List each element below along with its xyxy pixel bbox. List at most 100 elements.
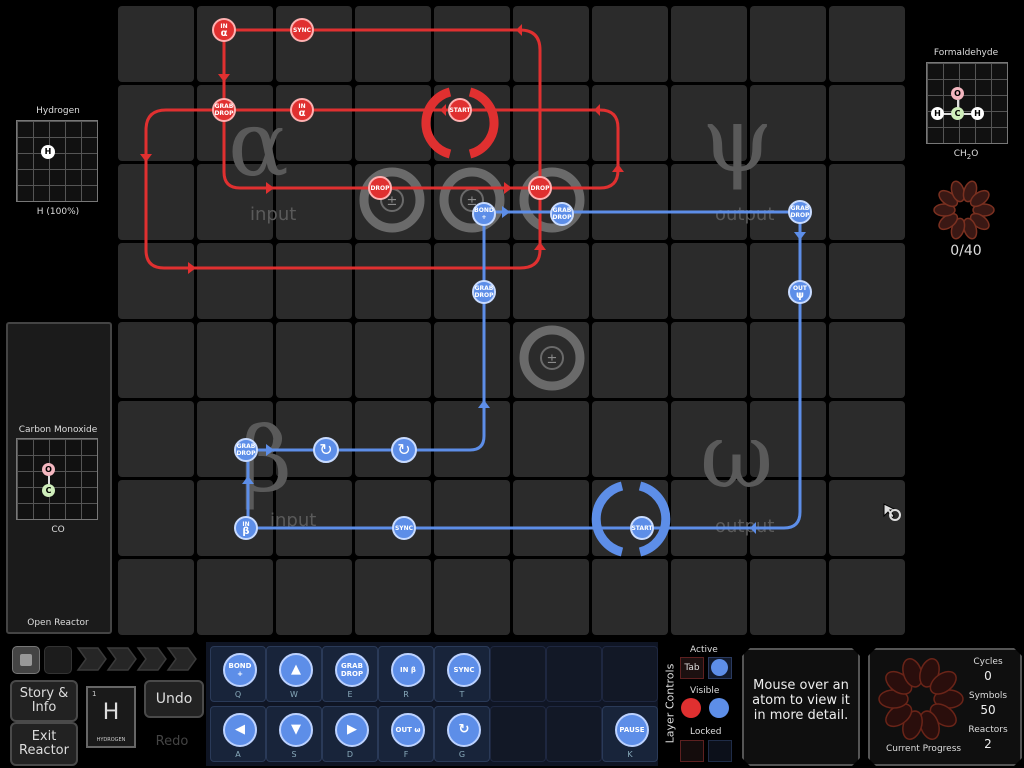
grid-cell[interactable] bbox=[671, 401, 747, 477]
red-instr-sync[interactable]: SYNC bbox=[290, 18, 314, 42]
output-hydrogen-atom-2[interactable]: H bbox=[971, 107, 984, 120]
carbon-atom[interactable]: C bbox=[42, 484, 55, 497]
grid-cell[interactable] bbox=[592, 322, 668, 398]
grid-cell[interactable] bbox=[592, 85, 668, 161]
grid-cell[interactable] bbox=[434, 401, 510, 477]
grid-cell[interactable] bbox=[592, 6, 668, 82]
input-top-molecule[interactable]: H bbox=[16, 120, 98, 202]
grid-cell[interactable] bbox=[513, 559, 589, 635]
grid-cell[interactable] bbox=[276, 480, 352, 556]
grid-cell[interactable] bbox=[197, 164, 273, 240]
rotate-clockwise-icon[interactable]: ↻ bbox=[391, 437, 417, 463]
grid-cell[interactable] bbox=[118, 6, 194, 82]
open-reactor-label[interactable]: Open Reactor bbox=[27, 618, 89, 628]
command-bottom-2[interactable]: ▶D bbox=[322, 706, 378, 762]
rotate-clockwise-icon[interactable]: ↻ bbox=[313, 437, 339, 463]
command-bottom-1[interactable]: ▼S bbox=[266, 706, 322, 762]
grid-cell[interactable] bbox=[592, 243, 668, 319]
grid-cell[interactable] bbox=[671, 243, 747, 319]
undo-button[interactable]: Undo bbox=[144, 680, 204, 718]
command-bottom-0[interactable]: ◀A bbox=[210, 706, 266, 762]
empty-command-slot[interactable] bbox=[490, 706, 546, 762]
output-oxygen-atom[interactable]: O bbox=[951, 87, 964, 100]
grid-cell[interactable] bbox=[671, 322, 747, 398]
grid-cell[interactable] bbox=[197, 243, 273, 319]
exit-reactor-button[interactable]: Exit Reactor bbox=[10, 722, 78, 766]
bond-marker-4[interactable]: ± bbox=[519, 325, 585, 391]
grid-cell[interactable] bbox=[276, 322, 352, 398]
grid-cell[interactable] bbox=[355, 85, 431, 161]
grid-cell[interactable] bbox=[829, 164, 905, 240]
grid-cell[interactable] bbox=[355, 480, 431, 556]
grid-cell[interactable] bbox=[829, 322, 905, 398]
grid-cell[interactable] bbox=[513, 243, 589, 319]
grid-cell[interactable] bbox=[197, 480, 273, 556]
grid-cell[interactable] bbox=[750, 6, 826, 82]
grid-cell[interactable] bbox=[829, 559, 905, 635]
grid-cell[interactable] bbox=[671, 559, 747, 635]
grid-cell[interactable] bbox=[750, 243, 826, 319]
command-bottom-4[interactable]: ↻G bbox=[434, 706, 490, 762]
grid-cell[interactable] bbox=[434, 243, 510, 319]
command-top-1[interactable]: ▲W bbox=[266, 646, 322, 702]
command-top-0[interactable]: BOND +Q bbox=[210, 646, 266, 702]
grid-cell[interactable] bbox=[513, 85, 589, 161]
output-hydrogen-atom-1[interactable]: H bbox=[931, 107, 944, 120]
mode-toggle-right[interactable] bbox=[44, 646, 72, 674]
grid-cell[interactable] bbox=[513, 401, 589, 477]
grid-cell[interactable] bbox=[829, 6, 905, 82]
grid-cell[interactable] bbox=[118, 480, 194, 556]
grid-cell[interactable] bbox=[355, 243, 431, 319]
empty-command-slot[interactable] bbox=[602, 646, 658, 702]
grid-cell[interactable] bbox=[434, 6, 510, 82]
grid-cell[interactable] bbox=[434, 322, 510, 398]
grid-cell[interactable] bbox=[592, 164, 668, 240]
grid-cell[interactable] bbox=[197, 401, 273, 477]
grid-cell[interactable] bbox=[750, 85, 826, 161]
reactor-grid[interactable] bbox=[116, 4, 908, 636]
grid-cell[interactable] bbox=[829, 243, 905, 319]
red-instr-drop-1[interactable]: DROP bbox=[368, 176, 392, 200]
grid-cell[interactable] bbox=[118, 322, 194, 398]
speed-chevrons[interactable] bbox=[76, 646, 204, 672]
grid-cell[interactable] bbox=[592, 401, 668, 477]
grid-cell[interactable] bbox=[118, 243, 194, 319]
grid-cell[interactable] bbox=[750, 164, 826, 240]
grid-cell[interactable] bbox=[197, 559, 273, 635]
grid-cell[interactable] bbox=[671, 480, 747, 556]
grid-cell[interactable] bbox=[750, 322, 826, 398]
blue-instr-start[interactable]: START bbox=[630, 516, 654, 540]
grid-cell[interactable] bbox=[434, 480, 510, 556]
grid-cell[interactable] bbox=[355, 6, 431, 82]
grid-cell[interactable] bbox=[750, 559, 826, 635]
hydrogen-atom[interactable]: H bbox=[41, 145, 55, 159]
element-tile[interactable]: 1 H HYDROGEN bbox=[86, 686, 136, 748]
grid-cell[interactable] bbox=[750, 480, 826, 556]
grid-cell[interactable] bbox=[829, 85, 905, 161]
grid-cell[interactable] bbox=[829, 401, 905, 477]
blue-instr-bond[interactable]: BOND+ bbox=[472, 202, 496, 226]
mode-toggle-left[interactable] bbox=[12, 646, 40, 674]
output-carbon-atom[interactable]: C bbox=[951, 107, 964, 120]
grid-cell[interactable] bbox=[197, 6, 273, 82]
redo-button[interactable]: Redo bbox=[155, 734, 189, 749]
grid-cell[interactable] bbox=[671, 6, 747, 82]
output-molecule[interactable]: O C H H bbox=[926, 62, 1008, 144]
red-instr-start[interactable]: START bbox=[448, 98, 472, 122]
grid-cell[interactable] bbox=[750, 401, 826, 477]
oxygen-atom[interactable]: O bbox=[42, 463, 55, 476]
red-instr-drop-2[interactable]: DROP bbox=[528, 176, 552, 200]
